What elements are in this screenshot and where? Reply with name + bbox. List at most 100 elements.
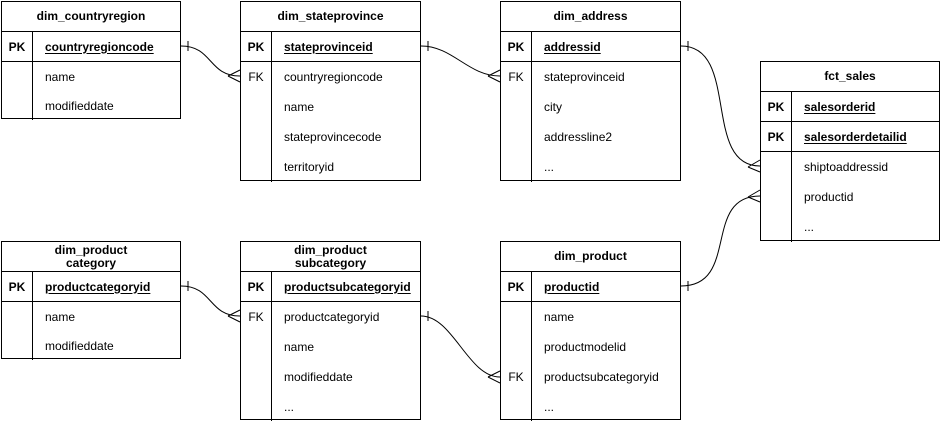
table-row[interactable]: territoryid bbox=[241, 152, 420, 182]
table-row[interactable]: ... bbox=[761, 212, 939, 242]
table-row[interactable]: ... bbox=[241, 392, 420, 421]
table-row[interactable]: stateprovincecode bbox=[241, 122, 420, 152]
field-name: city bbox=[544, 100, 562, 114]
edge-line[interactable] bbox=[680, 195, 761, 287]
key-column-divider bbox=[531, 32, 532, 182]
crow-foot bbox=[747, 159, 761, 173]
table-row[interactable]: FK stateprovinceid bbox=[501, 62, 680, 92]
table-row[interactable]: name bbox=[501, 302, 680, 332]
relationship-product-fctsales[interactable] bbox=[680, 189, 761, 291]
field-name: productcategoryid bbox=[45, 279, 151, 294]
table-row[interactable]: PK stateprovinceid bbox=[241, 32, 420, 62]
table-row[interactable]: PK addressid bbox=[501, 32, 680, 62]
field-name: salesorderid bbox=[804, 99, 876, 114]
field-name: countryregioncode bbox=[45, 39, 154, 54]
table-row[interactable]: ... bbox=[501, 152, 680, 182]
field-name: shiptoaddressid bbox=[804, 160, 889, 174]
table-row[interactable]: productid bbox=[761, 182, 939, 212]
field-name: ... bbox=[284, 400, 295, 414]
table-title: dim_address bbox=[501, 2, 680, 32]
table-row[interactable]: name bbox=[241, 332, 420, 362]
table-fct-sales[interactable]: fct_sales PK salesorderid PK salesorderd… bbox=[760, 61, 940, 242]
edge-line[interactable] bbox=[680, 45, 761, 167]
field-name: ... bbox=[804, 220, 815, 234]
field-name: productsubcategoryid bbox=[544, 370, 659, 384]
key-column-divider bbox=[32, 272, 33, 360]
table-row[interactable]: PK salesorderid bbox=[761, 92, 939, 122]
table-row[interactable]: PK salesorderdetailid bbox=[761, 122, 939, 152]
relationship-address-fctsales[interactable] bbox=[680, 41, 761, 173]
edge-line[interactable] bbox=[420, 315, 501, 378]
field-name: ... bbox=[544, 400, 555, 414]
key-label: FK bbox=[248, 70, 264, 84]
field-name: productid bbox=[544, 279, 600, 294]
table-row[interactable]: FK productcategoryid bbox=[241, 302, 420, 332]
field-name: productsubcategoryid bbox=[284, 279, 411, 294]
table-row[interactable]: PK countryregioncode bbox=[2, 32, 180, 62]
table-row[interactable]: productmodelid bbox=[501, 332, 680, 362]
table-dim-address[interactable]: dim_address PK addressid FK stateprovinc… bbox=[500, 1, 681, 182]
key-label: FK bbox=[508, 70, 524, 84]
key-label: PK bbox=[247, 279, 265, 294]
key-column-divider bbox=[791, 92, 792, 242]
key-column-divider bbox=[271, 32, 272, 182]
relationship-countryregion-stateprovince[interactable] bbox=[180, 41, 241, 83]
table-row[interactable]: city bbox=[501, 92, 680, 122]
edge-line[interactable] bbox=[420, 45, 501, 77]
table-row[interactable]: modifieddate bbox=[241, 362, 420, 392]
edge-line[interactable] bbox=[180, 45, 241, 77]
key-label: FK bbox=[508, 370, 524, 384]
relationship-productsubcategory-product[interactable] bbox=[420, 311, 501, 384]
table-row[interactable]: PK productid bbox=[501, 272, 680, 302]
field-name: modifieddate bbox=[45, 98, 114, 113]
field-name: modifieddate bbox=[284, 370, 353, 384]
table-dim-stateprovince[interactable]: dim_stateprovince PK stateprovinceid FK … bbox=[240, 1, 421, 182]
table-row[interactable]: PK productcategoryid bbox=[2, 272, 180, 302]
table-row[interactable]: name bbox=[2, 62, 180, 91]
field-name: territoryid bbox=[284, 160, 335, 174]
field-name: name bbox=[45, 309, 76, 324]
field-name: stateprovinceid bbox=[544, 70, 625, 84]
key-label: PK bbox=[247, 39, 265, 54]
table-title: dim_product category bbox=[2, 242, 180, 272]
edge-line[interactable] bbox=[180, 285, 241, 317]
key-label: PK bbox=[8, 279, 26, 294]
relationship-stateprovince-address[interactable] bbox=[420, 41, 501, 83]
table-dim-productsubcategory[interactable]: dim_product subcategory PK productsubcat… bbox=[240, 241, 421, 421]
table-row[interactable]: modifieddate bbox=[2, 91, 180, 120]
table-row[interactable]: modifieddate bbox=[2, 331, 180, 360]
table-title: fct_sales bbox=[761, 62, 939, 92]
crow-foot bbox=[227, 69, 241, 83]
field-name: productmodelid bbox=[544, 340, 627, 354]
table-row[interactable]: FK productsubcategoryid bbox=[501, 362, 680, 392]
key-label: PK bbox=[507, 279, 525, 294]
field-name: addressline2 bbox=[544, 130, 613, 144]
field-name: productid bbox=[804, 190, 854, 204]
table-row[interactable]: addressline2 bbox=[501, 122, 680, 152]
table-row[interactable]: PK productsubcategoryid bbox=[241, 272, 420, 302]
table-title: dim_product subcategory bbox=[241, 242, 420, 272]
table-row[interactable]: name bbox=[2, 302, 180, 331]
field-name: productcategoryid bbox=[284, 310, 380, 324]
key-column-divider bbox=[531, 272, 532, 421]
table-row[interactable]: FK countryregioncode bbox=[241, 62, 420, 92]
crow-foot bbox=[487, 370, 501, 384]
table-dim-productcategory[interactable]: dim_product category PK productcategoryi… bbox=[1, 241, 181, 360]
field-name: stateprovincecode bbox=[284, 130, 382, 144]
table-row[interactable]: ... bbox=[501, 392, 680, 421]
table-row[interactable]: shiptoaddressid bbox=[761, 152, 939, 182]
crow-foot bbox=[227, 309, 241, 323]
key-column-divider bbox=[271, 272, 272, 421]
field-name: name bbox=[284, 100, 315, 114]
field-name: ... bbox=[544, 160, 555, 174]
relationship-productcategory-productsubcategory[interactable] bbox=[180, 281, 241, 323]
field-name: countryregioncode bbox=[284, 70, 383, 84]
key-label: FK bbox=[248, 310, 264, 324]
table-dim-product[interactable]: dim_product PK productid name productmod… bbox=[500, 241, 681, 421]
table-row[interactable]: name bbox=[241, 92, 420, 122]
table-dim-countryregion[interactable]: dim_countryregion PK countryregioncode n… bbox=[1, 1, 181, 120]
field-name: stateprovinceid bbox=[284, 39, 373, 54]
table-title: dim_product bbox=[501, 242, 680, 272]
